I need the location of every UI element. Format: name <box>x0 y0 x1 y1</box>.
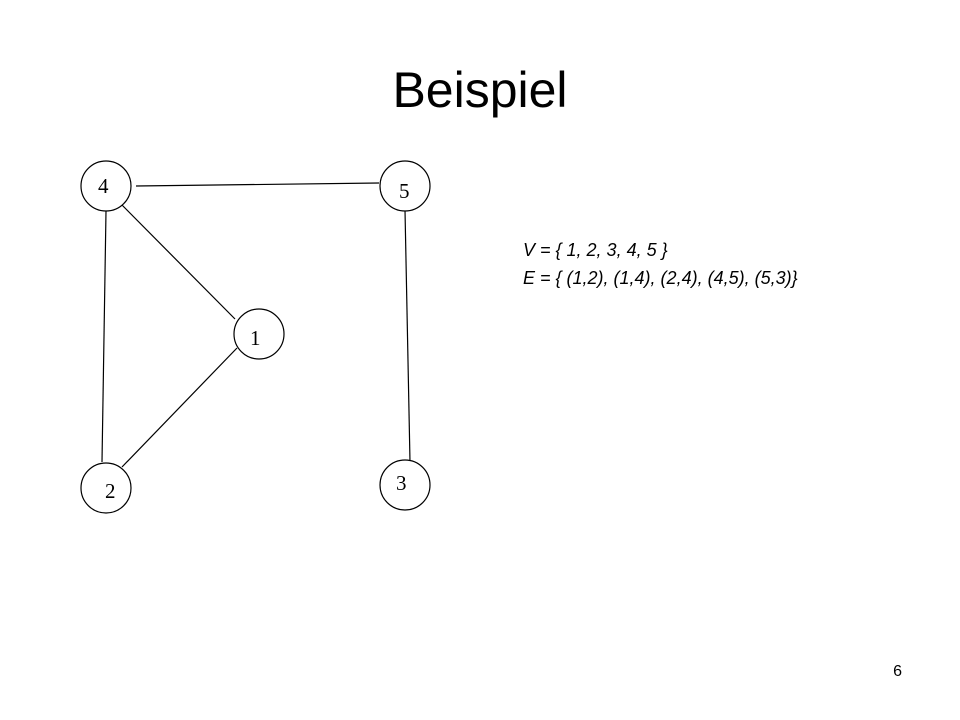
graph-edges <box>101 182 411 468</box>
graph-node-3: 3 <box>379 459 431 511</box>
node-5-label: 5 <box>399 179 410 203</box>
node-3-label: 3 <box>396 471 407 495</box>
node-2-label: 2 <box>105 479 116 503</box>
edge-set: E = { (1,2), (1,4), (2,4), (4,5), (5,3)} <box>523 268 798 288</box>
graph-node-2: 2 <box>80 462 132 514</box>
node-3-circle <box>379 459 431 511</box>
graph-node-5: 5 <box>379 160 431 212</box>
node-4-label: 4 <box>98 174 109 198</box>
node-5-circle <box>379 160 431 212</box>
slide-title: Beispiel <box>392 62 568 118</box>
vertex-set: V = { 1, 2, 3, 4, 5 } <box>523 240 668 260</box>
node-1-circle <box>233 308 285 360</box>
page-number: 6 <box>893 663 902 680</box>
edge-1-2 <box>121 347 238 468</box>
node-4-circle <box>80 160 132 212</box>
graph-node-1: 1 <box>233 308 285 360</box>
graph-node-4: 4 <box>80 160 132 212</box>
edge-4-5 <box>135 182 380 187</box>
edge-5-3 <box>404 209 411 463</box>
set-definitions: V = { 1, 2, 3, 4, 5 } E = { (1,2), (1,4)… <box>523 236 798 292</box>
node-2-circle <box>80 462 132 514</box>
node-1-label: 1 <box>250 326 261 350</box>
edge-1-4 <box>120 203 236 320</box>
edge-2-4 <box>101 210 107 463</box>
